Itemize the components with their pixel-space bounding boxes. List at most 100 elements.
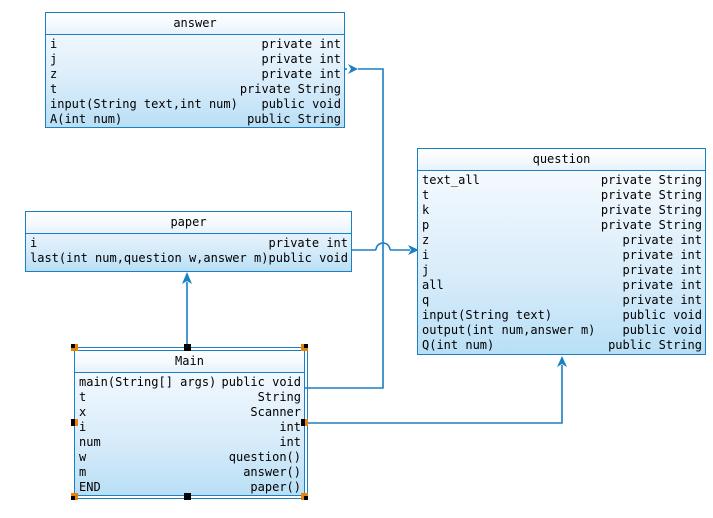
member-row: END paper() <box>75 480 304 495</box>
member-name: q <box>422 293 430 307</box>
member-type: paper() <box>250 480 301 494</box>
member-name: main(String[] args) <box>79 375 217 389</box>
member-row: main(String[] args) public void <box>75 375 304 390</box>
member-name: Q(int num) <box>422 338 495 352</box>
member-name: t <box>79 390 87 404</box>
member-row: i private int <box>418 248 705 263</box>
class-members-question: text_all private String t private String… <box>418 171 705 354</box>
resize-handle-top-center[interactable] <box>184 344 191 351</box>
member-row: p private String <box>418 218 705 233</box>
member-type: private String <box>239 82 341 96</box>
member-name: all <box>422 278 444 292</box>
member-row: i int <box>75 420 304 435</box>
member-name: t <box>50 82 58 96</box>
class-members-main: main(String[] args) public void t String… <box>75 373 304 495</box>
member-type: private int <box>268 236 348 250</box>
member-row: i private int <box>26 236 351 251</box>
member-type: private String <box>600 173 702 187</box>
member-name: p <box>422 218 430 232</box>
connector-main-to-question <box>305 356 567 424</box>
class-members-paper: i private int last(int num,question w,an… <box>26 234 351 268</box>
member-row: k private String <box>418 203 705 218</box>
member-row: z private int <box>46 67 344 82</box>
member-row: x Scanner <box>75 405 304 420</box>
member-type: int <box>279 435 301 449</box>
member-name: input(String text) <box>422 308 553 322</box>
member-row: output(int num,answer m) public void <box>418 323 705 338</box>
member-name: w <box>79 450 87 464</box>
member-name: j <box>422 263 430 277</box>
member-row: A(int num) public String <box>46 112 344 127</box>
member-name: i <box>50 37 58 51</box>
resize-handle-middle-left[interactable] <box>71 419 78 426</box>
member-row: j private int <box>418 263 705 278</box>
member-type: public void <box>261 97 341 111</box>
member-name: x <box>79 405 87 419</box>
class-title-main: Main <box>75 351 304 373</box>
member-row: w question() <box>75 450 304 465</box>
member-type: private String <box>600 188 702 202</box>
member-row: text_all private String <box>418 173 705 188</box>
member-row: t private String <box>46 82 344 97</box>
member-row: z private int <box>418 233 705 248</box>
member-type: private int <box>622 263 702 277</box>
class-box-question[interactable]: question text_all private String t priva… <box>417 148 706 355</box>
member-row: all private int <box>418 278 705 293</box>
resize-handle-top-left[interactable] <box>71 344 78 351</box>
member-row: m answer() <box>75 465 304 480</box>
member-name: last(int num,question w,answer m) <box>30 251 269 265</box>
member-type: public void <box>622 308 702 322</box>
member-type: private int <box>261 67 341 81</box>
member-row: t String <box>75 390 304 405</box>
class-box-main[interactable]: Main main(String[] args) public void t S… <box>74 350 305 496</box>
connector-main-to-paper <box>182 272 192 350</box>
class-title-answer: answer <box>46 13 344 35</box>
member-name: num <box>79 435 101 449</box>
member-type: private String <box>600 218 702 232</box>
member-type: int <box>279 420 301 434</box>
member-type: public void <box>622 323 702 337</box>
class-members-answer: i private int j private int z private in… <box>46 35 344 127</box>
member-type: public void <box>268 251 348 265</box>
member-type: private int <box>622 248 702 262</box>
class-title-question: question <box>418 149 705 171</box>
member-name: k <box>422 203 430 217</box>
member-name: text_all <box>422 173 480 187</box>
member-row: Q(int num) public String <box>418 338 705 353</box>
member-row: j private int <box>46 52 344 67</box>
class-box-answer[interactable]: answer i private int j private int z pri… <box>45 12 345 128</box>
class-box-paper[interactable]: paper i private int last(int num,questio… <box>25 211 352 272</box>
member-row: input(String text) public void <box>418 308 705 323</box>
member-name: z <box>422 233 430 247</box>
resize-handle-top-right[interactable] <box>301 344 308 351</box>
member-row: num int <box>75 435 304 450</box>
member-type: public String <box>608 338 702 352</box>
member-row: t private String <box>418 188 705 203</box>
member-name: t <box>422 188 430 202</box>
member-row: q private int <box>418 293 705 308</box>
member-type: private String <box>600 203 702 217</box>
member-row: last(int num,question w,answer m) public… <box>26 251 351 266</box>
member-type: question() <box>228 450 301 464</box>
resize-handle-bottom-left[interactable] <box>71 493 78 500</box>
resize-handle-bottom-center[interactable] <box>184 493 191 500</box>
member-type: public String <box>247 112 341 126</box>
resize-handle-bottom-right[interactable] <box>301 493 308 500</box>
member-name: input(String text,int num) <box>50 97 238 111</box>
member-type: String <box>257 390 301 404</box>
member-type: answer() <box>243 465 301 479</box>
member-name: A(int num) <box>50 112 123 126</box>
member-type: private int <box>261 52 341 66</box>
member-type: private int <box>622 293 702 307</box>
member-type: private int <box>622 233 702 247</box>
member-name: output(int num,answer m) <box>422 323 596 337</box>
resize-handle-middle-right[interactable] <box>301 419 308 426</box>
member-type: public void <box>221 375 301 389</box>
member-name: END <box>79 480 101 494</box>
connector-paper-to-question <box>352 242 419 255</box>
member-name: i <box>79 420 87 434</box>
member-name: m <box>79 465 87 479</box>
member-type: Scanner <box>250 405 301 419</box>
class-title-paper: paper <box>26 212 351 234</box>
